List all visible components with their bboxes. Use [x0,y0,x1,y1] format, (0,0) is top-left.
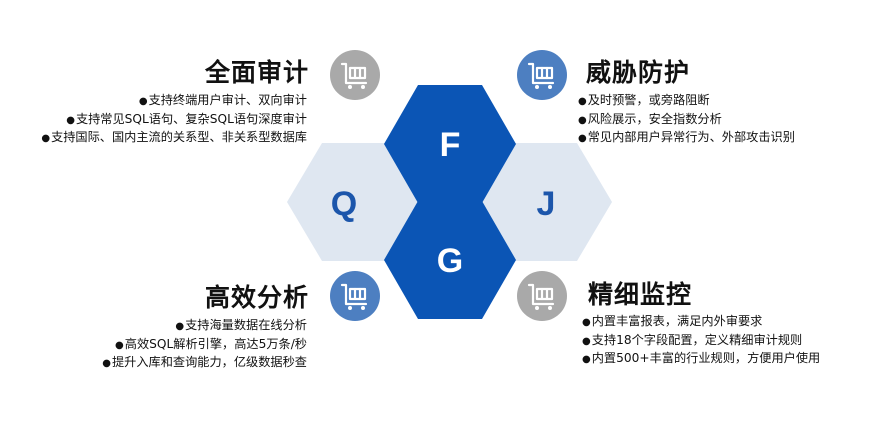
hexagon-top-letter: F [440,126,461,164]
hexagon-right-letter: J [537,185,556,223]
cart-icon [330,50,380,100]
hexagon-bottom [384,201,516,319]
list-item: 内置丰富报表，满足内外审要求 [582,313,820,332]
feature-title: 高效分析 [204,283,309,312]
feature-title: 全面审计 [204,58,309,87]
list-item: 提升入库和查询能力，亿级数据秒查 [102,354,307,373]
list-item: 内置500+丰富的行业规则，方便用户使用 [582,350,820,369]
list-item: 支持18个字段配置，定义精细审计规则 [582,332,820,351]
list-item: 常见内部用户异常行为、外部攻击识别 [578,129,795,148]
feature-top-left: 全面审计 支持终端用户审计、双向审计 支持常见SQL语句、复杂SQL语句深度审计… [41,58,309,148]
list-item: 支持国际、国内主流的关系型、非关系型数据库 [41,129,307,148]
list-item: 风险展示，安全指数分析 [578,111,795,130]
list-item: 及时预警，或旁路阻断 [578,92,795,111]
feature-list: 支持海量数据在线分析 高效SQL解析引擎，高达5万条/秒 提升入库和查询能力，亿… [102,317,307,373]
feature-title: 威胁防护 [586,58,691,87]
feature-list: 支持终端用户审计、双向审计 支持常见SQL语句、复杂SQL语句深度审计 支持国际… [41,92,307,148]
cart-icon [517,50,567,100]
feature-title: 精细监控 [588,280,693,309]
list-item: 支持终端用户审计、双向审计 [41,92,307,111]
feature-bottom-right: 精细监控 内置丰富报表，满足内外审要求 支持18个字段配置，定义精细审计规则 内… [582,280,820,369]
list-item: 支持常见SQL语句、复杂SQL语句深度审计 [41,111,307,130]
hexagon-bottom-letter: G [437,242,463,280]
cart-icon [517,271,567,321]
hexagon-top [384,85,516,203]
cart-icon [330,271,380,321]
hexagon-left-letter: Q [331,185,357,223]
feature-top-right: 威胁防护 及时预警，或旁路阻断 风险展示，安全指数分析 常见内部用户异常行为、外… [578,58,795,148]
feature-list: 及时预警，或旁路阻断 风险展示，安全指数分析 常见内部用户异常行为、外部攻击识别 [578,92,795,148]
list-item: 高效SQL解析引擎，高达5万条/秒 [102,336,307,355]
feature-bottom-left: 高效分析 支持海量数据在线分析 高效SQL解析引擎，高达5万条/秒 提升入库和查… [102,283,309,373]
feature-list: 内置丰富报表，满足内外审要求 支持18个字段配置，定义精细审计规则 内置500+… [582,313,820,369]
list-item: 支持海量数据在线分析 [102,317,307,336]
